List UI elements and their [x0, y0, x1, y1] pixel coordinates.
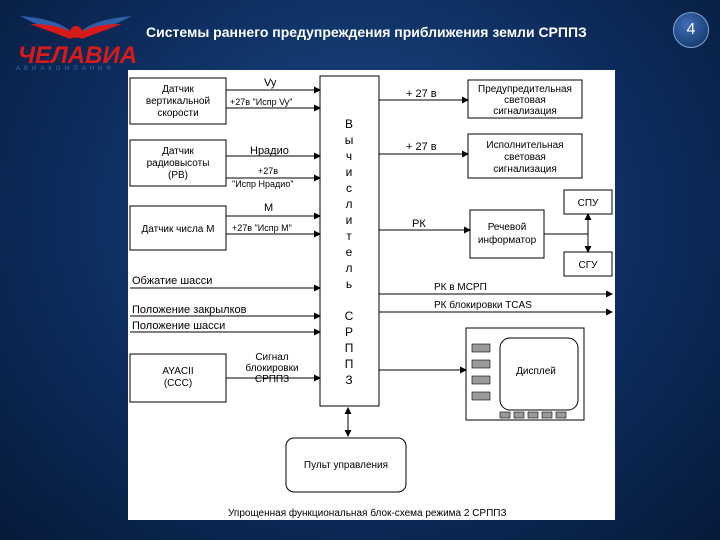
diagram-text: ь	[346, 277, 352, 291]
vs-sensor-label-2: вертикальной	[146, 96, 210, 107]
display-screen	[499, 337, 579, 411]
h-radio-label: Нрадио	[250, 145, 289, 157]
warning-label-1: Исполнительная	[486, 140, 563, 151]
h-power-label-1: +27в	[258, 166, 278, 176]
rk-msrp-label: РК в МСРП	[434, 282, 487, 293]
sgu-label: СГУ	[579, 260, 599, 271]
diagram-text: с	[346, 181, 352, 195]
gear-position-label: Положение шасси	[132, 320, 225, 332]
diagram-text: и	[346, 165, 353, 179]
logo-text: ЧЕЛАВИА	[18, 42, 138, 69]
diagram-text: П	[345, 341, 354, 355]
warning-label-2: световая	[504, 152, 546, 163]
ra-sensor-block	[129, 139, 227, 187]
tcas-label-1: AYACII	[162, 366, 193, 377]
diagram-text: л	[345, 261, 352, 275]
voice-informer-block	[469, 209, 545, 259]
power-27v-label-2: + 27 в	[406, 141, 437, 153]
page-number-badge: 4	[673, 12, 709, 48]
m-power-label: +27в "Испр М"	[232, 223, 292, 233]
tcas-label-2: (CCC)	[164, 378, 192, 389]
ra-sensor-label-3: (РВ)	[168, 170, 188, 181]
ra-sensor-label-1: Датчик	[162, 146, 194, 157]
block-signal-label-1: Сигнал	[255, 352, 289, 363]
display-label: Дисплей	[516, 366, 556, 377]
display-unit-block	[465, 327, 585, 421]
caution-label-2: световая	[504, 95, 546, 106]
page-title: Системы раннего предупреждения приближен…	[146, 24, 587, 40]
vs-sensor-label-3: скорости	[157, 108, 198, 119]
block-diagram: В ы ч и с л и т е л ь С Р П П З Датчик в…	[129, 75, 613, 519]
computer-label: В ы ч и с л и т е л ь С Р П П З	[345, 117, 354, 387]
rk-label: РК	[412, 218, 426, 230]
diagram-text: е	[346, 245, 353, 259]
diagram-text: П	[345, 357, 354, 371]
control-panel-label: Пульт управления	[304, 460, 388, 471]
diagram-text: З	[345, 373, 352, 387]
diagram-text: ч	[346, 149, 352, 163]
diagram-text: Р	[345, 325, 353, 339]
spu-label: СПУ	[578, 198, 599, 209]
diagram-text: В	[345, 117, 353, 131]
warning-label-3: сигнализация	[493, 164, 557, 175]
voice-label-1: Речевой	[488, 222, 527, 233]
rk-tcas-label: РК блокировки ТCAS	[434, 299, 532, 311]
logo-subtitle: АВИАКОМПАНИЯ	[16, 66, 115, 72]
company-logo: ЧЕЛАВИА АВИАКОМПАНИЯ	[6, 6, 146, 72]
vy-power-label: +27в "Испр Vy"	[230, 97, 292, 107]
diagram-text: и	[346, 213, 353, 227]
control-panel-block	[285, 437, 407, 493]
mach-sensor-label: Датчик числа М	[142, 224, 215, 235]
computer-block	[319, 75, 380, 407]
diagram-text: ы	[345, 133, 354, 147]
diagram-text: т	[346, 229, 352, 243]
vs-sensor-block	[129, 77, 227, 125]
gear-squat-label: Обжатие шасси	[132, 275, 212, 287]
vs-sensor-label-1: Датчик	[162, 84, 194, 95]
vy-label: Vy	[264, 77, 277, 89]
display-buttons	[471, 343, 567, 419]
mach-sensor-block	[129, 205, 227, 251]
power-27v-label-1: + 27 в	[406, 88, 437, 100]
block-signal-label-3: СРППЗ	[255, 374, 289, 385]
diagram-text: С	[345, 309, 354, 323]
caution-label-1: Предупредительная	[478, 84, 572, 95]
m-label: М	[264, 202, 273, 214]
flaps-position-label: Положение закрылков	[132, 304, 247, 316]
diagram-panel: В ы ч и с л и т е л ь С Р П П З Датчик в…	[128, 70, 615, 520]
h-power-label-2: "Испр Нрадио"	[232, 179, 294, 189]
diagram-caption: Упрощенная функциональная блок-схема реж…	[228, 507, 507, 519]
diagram-text: л	[345, 197, 352, 211]
wings-emblem-icon	[20, 16, 132, 39]
ra-sensor-label-2: радиовысоты	[147, 158, 210, 169]
block-signal-label-2: блокировки	[245, 362, 298, 374]
caution-label-3: сигнализация	[493, 106, 557, 117]
voice-label-2: информатор	[478, 234, 537, 246]
